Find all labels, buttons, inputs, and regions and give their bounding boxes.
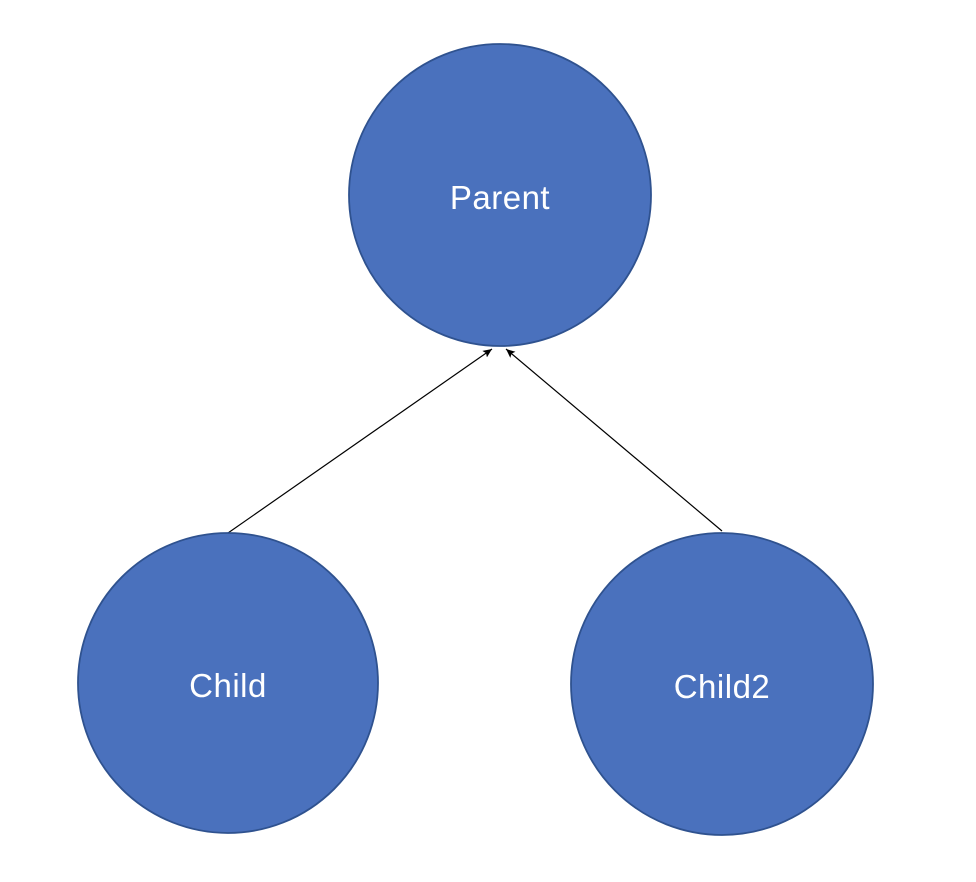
node-parent-label: Parent — [450, 179, 550, 216]
node-child-label: Child — [189, 667, 267, 704]
node-child2: Child2 — [570, 532, 874, 836]
node-parent: Parent — [348, 43, 652, 347]
node-child: Child — [77, 532, 379, 834]
node-child-shape — [77, 532, 379, 834]
node-parent-shape — [348, 43, 652, 347]
edge-child2-to-parent — [505, 348, 723, 532]
edge-child-to-parent — [227, 348, 493, 534]
node-child2-label: Child2 — [674, 668, 771, 705]
node-child2-shape — [570, 532, 874, 836]
